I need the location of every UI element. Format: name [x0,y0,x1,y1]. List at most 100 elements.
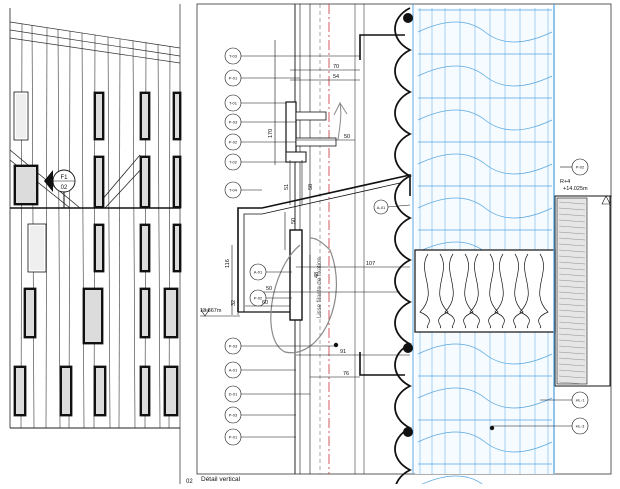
dim-54: 54 [333,74,339,80]
wave-crest-dot [403,343,413,353]
flow-arrow-upper [333,101,348,141]
slab-hatching [558,201,586,385]
hatch-line [558,369,586,373]
slab-insulation-block [414,249,556,333]
glasswool-curve [463,253,474,329]
section-marker-id: F1 [60,175,68,181]
wave-callout-label: A-01 [377,205,386,210]
hatch-line [558,273,586,277]
level-right: R+4 +14.025m [560,179,612,205]
component-tag [224,337,242,355]
slab-hatch [556,197,588,385]
hatch-line [558,279,586,283]
hatch-line [558,213,586,217]
level-right-name: R+4 [560,179,570,185]
component-tag-label: P-02 [254,296,263,301]
cladding-line [132,40,136,429]
component-tag-label: T-01 [229,101,238,106]
component-tag [224,47,242,65]
cladding-line [68,30,71,429]
vertical-detail: Lisse filante de fixation T-03P-01T-01P-… [196,3,612,489]
hatch-line [558,225,586,229]
glasswool-curve [438,253,449,329]
dimension-labels: 70 54 170 50 51 58 50 116 48 107 50 32 6… [225,64,375,377]
window-glass [142,368,148,414]
hatch-line [558,249,586,253]
component-tag-label: HL-3 [576,424,585,429]
hatch-line [558,243,586,247]
window-glass [175,94,179,138]
hatch-line [558,237,586,241]
tag-leaders [241,55,572,438]
component-tag-label: T-02 [229,160,238,165]
component-tag [571,391,589,409]
component-tag [224,385,242,403]
window-glass [142,226,148,270]
hatch-line [558,309,586,313]
window-glass [96,226,102,270]
dim-107: 107 [366,261,375,267]
facade-elevation: F1 02 [9,4,182,484]
window-glass [142,290,148,336]
hatch-line [558,207,586,211]
component-tag [249,263,267,281]
dim-50c: 50 [266,286,272,292]
window-glass [16,368,24,414]
window-glass [175,226,179,270]
wave-crest-dot [403,427,413,437]
glasswool-curve [488,253,499,329]
cladding-line [20,23,23,429]
component-tag-label: A-01 [254,270,263,275]
component-tag [249,289,267,307]
clip-brackets [359,34,405,376]
hatch-line [558,291,586,295]
cladding-line [157,44,161,429]
component-tag-label: P-01 [229,76,238,81]
window-glass [166,368,176,414]
hatch-line [558,201,586,205]
window-glass [16,167,36,203]
window-glass [175,158,179,206]
hatch-line [558,321,586,325]
dim-50a: 50 [344,134,350,140]
component-tag [224,181,242,199]
component-tag-label: D-01 [229,392,238,397]
component-tags: T-03P-01T-01P-03P-02T-02T-04A-01P-02P-03… [224,47,589,446]
cladding-line [81,32,85,429]
glasswool-curve [419,253,430,329]
component-tag [571,158,589,176]
wave-profile [394,7,413,489]
glasswool-curve [469,253,480,329]
component-tag [224,428,242,446]
window-glass [85,290,101,342]
hatch-line [558,303,586,307]
hatch-line [558,363,586,367]
vertical-note: Lisse filante de fixation [317,257,323,318]
component-tag-label: P-03 [229,120,238,125]
dim-60: 60 [262,300,268,306]
hatch-line [558,381,586,385]
dim-70: 70 [333,64,339,70]
dim-91: 91 [340,349,346,355]
hatch-line [558,357,586,361]
section-marker-sheet: 02 [61,185,68,191]
cladding-line [57,29,61,429]
dim-32: 32 [231,300,237,306]
drawing-caption: 02 Détail vertical [186,476,241,485]
section-marker: F1 02 [44,169,76,208]
hatch-line [558,285,586,289]
hatch-line [558,219,586,223]
component-tag-label: HL-1 [576,398,585,403]
level-right-value: +14.025m [563,186,588,192]
glasswool-curve [519,253,530,329]
hatch-line [558,345,586,349]
caption-title: Détail vertical [201,476,241,483]
level-left: 13.867m [200,308,240,317]
window-frame [285,101,337,163]
component-tag-label: P-03 [229,344,238,349]
hatch-line [558,333,586,337]
dim-48: 48 [314,272,320,278]
hatch-line [558,375,586,379]
insulation-zone [415,8,555,474]
